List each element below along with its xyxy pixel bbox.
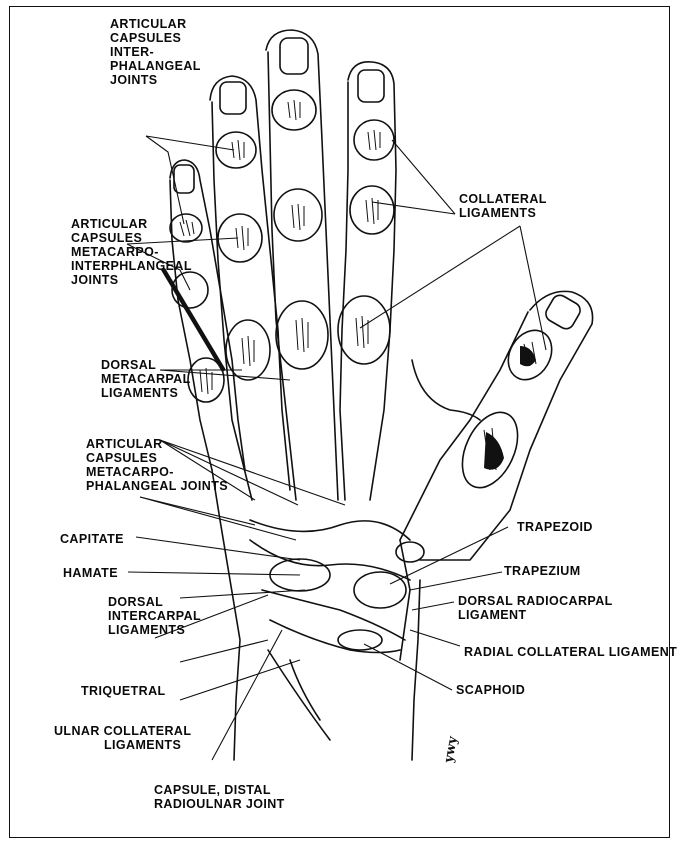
label-ulnar-collateral-ligaments: Ulnar Collateral Ligaments bbox=[54, 724, 191, 752]
label-articular-capsules-metacarpophalangeal-joints: Articular Capsules Metacarpo- phalangeal… bbox=[86, 437, 228, 493]
label-capitate: Capitate bbox=[60, 532, 124, 546]
label-trapezoid: Trapezoid bbox=[517, 520, 593, 534]
label-radial-collateral-ligament: Radial Collateral Ligament bbox=[464, 645, 677, 659]
label-collateral-ligaments: Collateral Ligaments bbox=[459, 192, 547, 220]
label-articular-capsules-metacarpo-interphlangeal-joints: Articular Capsules Metacarpo- interphlan… bbox=[71, 217, 192, 287]
label-articular-capsules-interphalangeal-joints: Articular Capsules Inter- phalangeal Joi… bbox=[110, 17, 201, 87]
label-dorsal-intercarpal-ligaments: Dorsal Intercarpal Ligaments bbox=[108, 595, 201, 637]
little-finger bbox=[170, 160, 245, 470]
label-triquetral: Triquetral bbox=[81, 684, 166, 698]
label-scaphoid: Scaphoid bbox=[456, 683, 525, 697]
label-dorsal-metacarpal-ligaments: Dorsal Metacarpal Ligaments bbox=[101, 358, 191, 400]
label-dorsal-radiocarpal-ligament: Dorsal Radiocarpal Ligament bbox=[458, 594, 613, 622]
label-trapezium: Trapezium bbox=[504, 564, 581, 578]
label-capsule-distal-radioulnar-joint: Capsule, Distal Radioulnar Joint bbox=[154, 783, 285, 811]
hatching bbox=[180, 100, 536, 470]
middle-finger bbox=[266, 30, 338, 500]
index-finger bbox=[338, 62, 396, 500]
label-hamate: Hamate bbox=[63, 566, 118, 580]
